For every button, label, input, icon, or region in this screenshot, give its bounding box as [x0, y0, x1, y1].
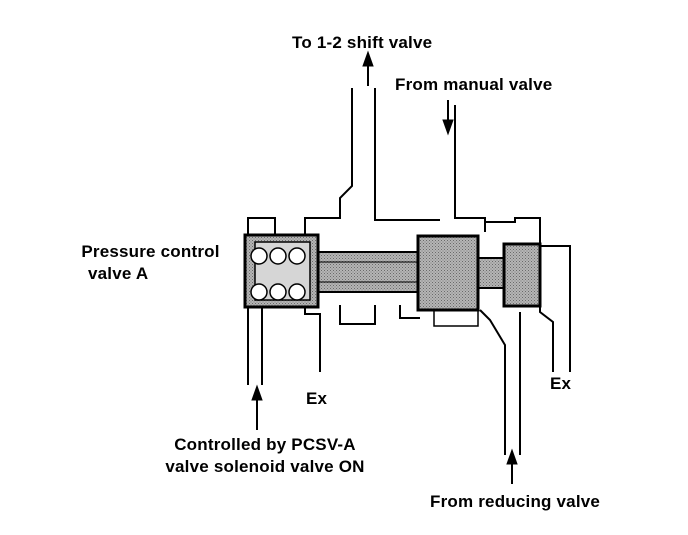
arrow-to-shift-valve	[362, 50, 374, 86]
shift-port-right-wall	[374, 88, 440, 221]
spring-coils	[250, 247, 306, 301]
label-controlled-line1: Controlled by PCSV-A	[174, 435, 356, 454]
ex-right-wall-a	[539, 305, 554, 372]
label-ex-right: Ex	[550, 374, 572, 393]
right-spool-stem	[477, 257, 505, 289]
arrow-controlled-by-pcsv	[251, 384, 263, 430]
right-spool-land	[502, 242, 542, 308]
mid-lower-wall	[339, 305, 376, 325]
label-pcv-line2: valve A	[88, 264, 149, 283]
arrow-from-reducing-valve	[506, 448, 518, 484]
manual-port-right-wall	[454, 105, 486, 232]
label-from-reducing-valve: From reducing valve	[430, 492, 601, 511]
label-pressure-control-valve: Pressure control valve A	[68, 241, 233, 285]
label-ex-left: Ex	[306, 389, 328, 408]
ex-left-wall	[304, 305, 321, 372]
reducing-port-top-wall	[484, 217, 541, 246]
ex-right-wall-b	[540, 245, 571, 372]
spool-stem	[317, 251, 419, 293]
bottom-port-wall	[399, 305, 420, 319]
label-from-manual-valve: From manual valve	[395, 75, 553, 94]
flow-arrows	[251, 50, 518, 484]
label-to-shift-valve: To 1-2 shift valve	[292, 33, 433, 52]
label-controlled-by: Controlled by PCSV-A valve solenoid valv…	[140, 434, 390, 478]
label-controlled-line2: valve solenoid valve ON	[165, 457, 365, 476]
left-spring-chamber	[243, 233, 320, 309]
lower-port-block	[433, 309, 479, 327]
label-pcv-line1: Pressure control	[81, 242, 220, 261]
middle-spool-land	[416, 234, 480, 312]
top-left-port-outline	[247, 217, 276, 235]
reducing-port-left-wall	[479, 309, 506, 455]
shift-port-left-wall	[304, 88, 353, 235]
valve-body-outline	[247, 88, 571, 455]
arrow-from-manual-valve	[442, 100, 454, 136]
